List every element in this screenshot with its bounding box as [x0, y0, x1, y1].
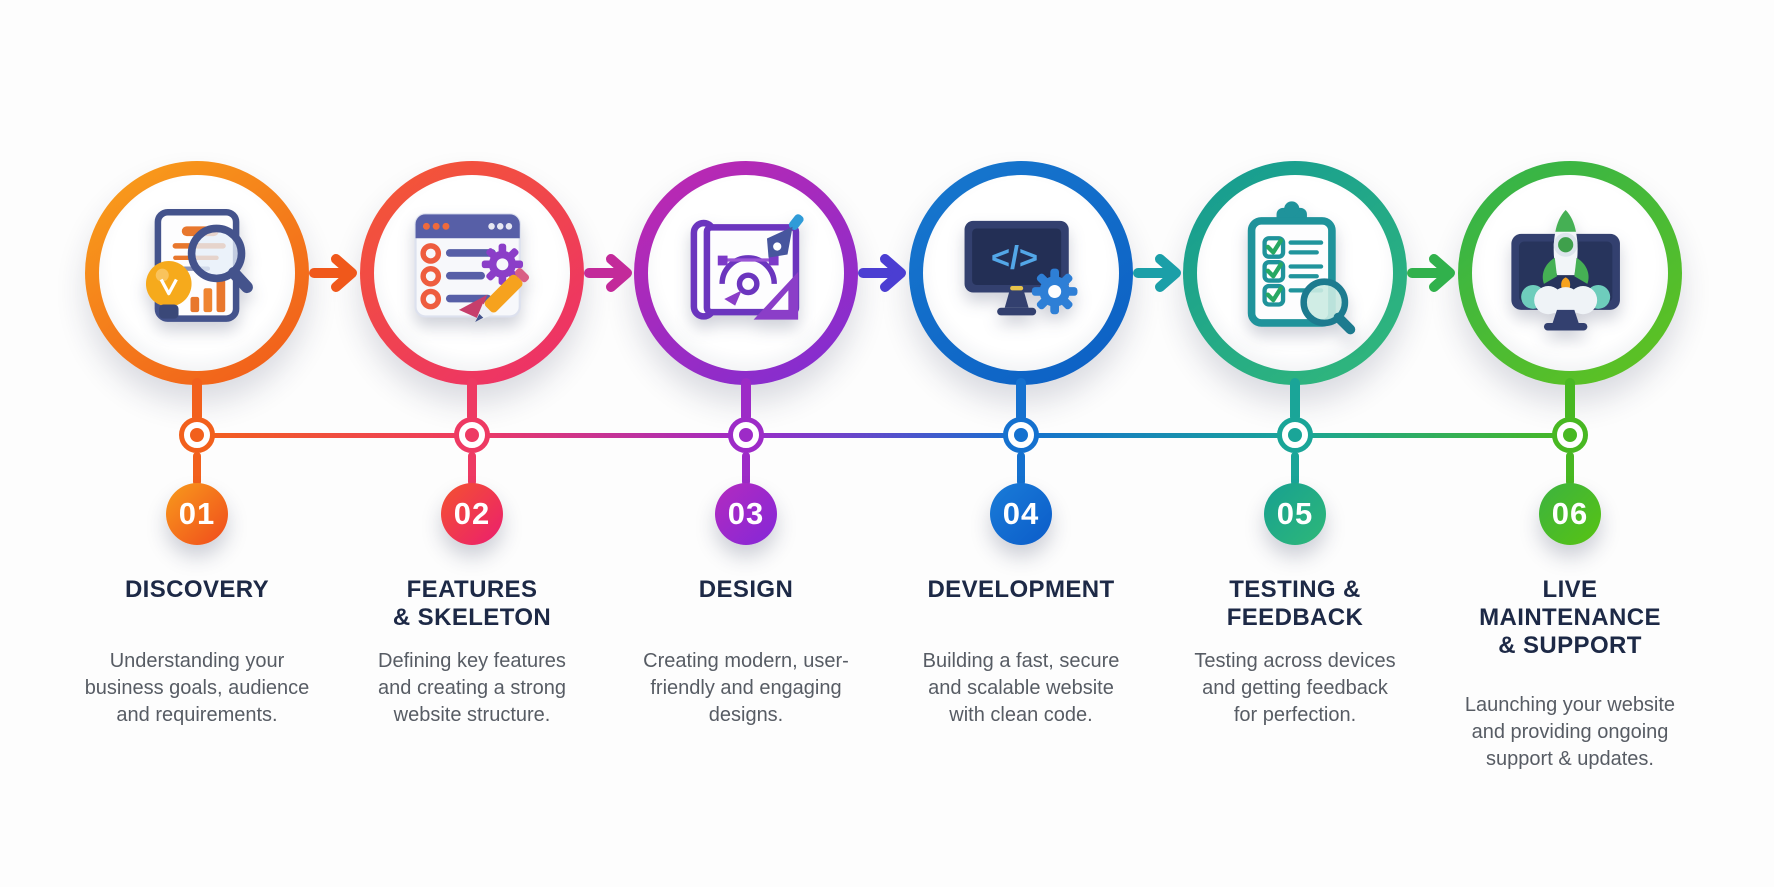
step-title: DISCOVERY: [124, 576, 270, 603]
step-circle: </>: [909, 161, 1133, 385]
testing-clipboard-icon: [1197, 175, 1393, 371]
step-number-badge: 06: [1539, 483, 1601, 545]
step-development: </> 04: [891, 0, 1151, 887]
step-circle: [360, 161, 584, 385]
step-live-maintenance: 06 LIVE MAINTENANCE & SUPPORT Launching …: [1440, 0, 1700, 887]
timeline-node: [728, 417, 764, 453]
step-description: Launching your website and providing ong…: [1464, 694, 1676, 770]
step-circle: [1458, 161, 1682, 385]
step-title: FEATURES & SKELETON: [392, 576, 552, 631]
step-design: 03 DESIGN Creating modern, user- friendl…: [616, 0, 876, 887]
step-discovery: 01 DISCOVERY Understanding your business…: [67, 0, 327, 887]
discovery-research-icon: [99, 175, 295, 371]
step-title: TESTING & FEEDBACK: [1226, 576, 1364, 631]
connector-stem: [1017, 452, 1025, 486]
design-blueprint-icon: [648, 175, 844, 371]
step-number-badge: 01: [166, 483, 228, 545]
features-checklist-icon: [374, 175, 570, 371]
timeline-node: [1277, 417, 1313, 453]
connector-stem: [1565, 378, 1575, 422]
step-number-badge: 03: [715, 483, 777, 545]
step-testing-feedback: 05 TESTING & FEEDBACK Testing across dev…: [1165, 0, 1425, 887]
connector-stem: [192, 378, 202, 422]
step-description: Creating modern, user- friendly and enga…: [643, 650, 849, 726]
step-description: Building a fast, secure and scalable web…: [922, 650, 1120, 726]
step-circle: [634, 161, 858, 385]
step-number-badge: 05: [1264, 483, 1326, 545]
step-number-badge: 04: [990, 483, 1052, 545]
arrow-right-icon: [1132, 251, 1184, 295]
step-title: DEVELOPMENT: [927, 576, 1115, 603]
timeline-node: [454, 417, 490, 453]
connector-stem: [468, 452, 476, 486]
connector-stem: [467, 378, 477, 422]
arrow-right-icon: [583, 251, 635, 295]
arrow-right-icon: [308, 251, 360, 295]
step-circle: [1183, 161, 1407, 385]
step-features-skeleton: 02 FEATURES & SKELETON Defining key feat…: [342, 0, 602, 887]
connector-stem: [1566, 452, 1574, 486]
development-code-icon: </>: [923, 175, 1119, 371]
connector-stem: [1016, 378, 1026, 422]
connector-stem: [1290, 378, 1300, 422]
connector-stem: [742, 452, 750, 486]
timeline-node: [1552, 417, 1588, 453]
step-title: DESIGN: [698, 576, 794, 603]
connector-stem: [1291, 452, 1299, 486]
launch-rocket-icon: [1472, 175, 1668, 371]
timeline-node: [179, 417, 215, 453]
step-description: Testing across devices and getting feedb…: [1194, 650, 1396, 726]
step-description: Defining key features and creating a str…: [378, 650, 566, 726]
arrow-right-icon: [857, 251, 909, 295]
svg-text:</>: </>: [991, 240, 1038, 276]
timeline-line: [197, 433, 1570, 438]
timeline-node: [1003, 417, 1039, 453]
step-circle: [85, 161, 309, 385]
step-number-badge: 02: [441, 483, 503, 545]
step-title: LIVE MAINTENANCE & SUPPORT: [1479, 576, 1661, 659]
connector-stem: [193, 452, 201, 486]
step-description: Understanding your business goals, audie…: [84, 650, 310, 726]
arrow-right-icon: [1406, 251, 1458, 295]
connector-stem: [741, 378, 751, 422]
